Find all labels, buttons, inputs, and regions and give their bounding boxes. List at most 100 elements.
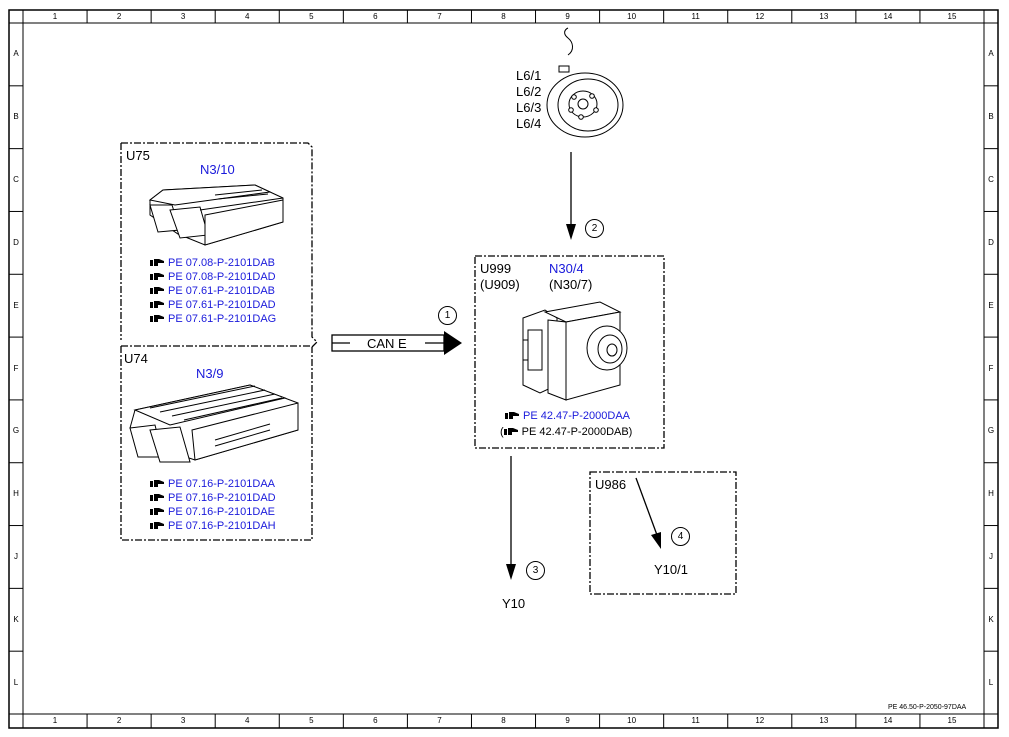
reference-link[interactable]: PE 07.16-P-2101DAD bbox=[150, 491, 276, 505]
u999-frame bbox=[474, 255, 665, 449]
reference-link[interactable]: PE 07.08-P-2101DAD bbox=[150, 270, 276, 284]
grid-row-right-G: G bbox=[987, 426, 995, 436]
grid-col-top-15: 15 bbox=[947, 12, 957, 21]
reference-link-text: PE 07.16-P-2101DAE bbox=[168, 506, 276, 518]
n3-9-component-label: N3/9 bbox=[196, 366, 224, 381]
grid-col-top-14: 14 bbox=[883, 12, 893, 21]
y10-label: Y10 bbox=[502, 596, 526, 611]
grid-col-top-2: 2 bbox=[116, 12, 122, 21]
grid-col-bottom-2: 2 bbox=[116, 716, 122, 725]
grid-col-bottom-14: 14 bbox=[883, 716, 893, 725]
reference-link-text: PE 07.16-P-2101DAA bbox=[168, 478, 276, 490]
u909-group-label: (U909) bbox=[480, 277, 520, 292]
grid-col-top-9: 9 bbox=[565, 12, 570, 21]
u999-ref-alt-text: PE 42.47-P-2000DAB) bbox=[521, 426, 633, 438]
grid-row-left-E: E bbox=[13, 300, 19, 310]
grid-col-bottom-9: 9 bbox=[565, 716, 570, 725]
brake-disc-icon bbox=[546, 27, 624, 138]
reference-link[interactable]: PE 07.16-P-2101DAH bbox=[150, 519, 276, 533]
sensor-label: L6/2 bbox=[516, 84, 542, 99]
reference-link-text: PE 07.16-P-2101DAH bbox=[168, 520, 276, 532]
reference-link[interactable]: PE 07.61-P-2101DAG bbox=[150, 312, 276, 326]
sensor-label: L6/4 bbox=[516, 116, 542, 131]
abs-unit-icon bbox=[522, 301, 628, 401]
grid-col-bottom-12: 12 bbox=[755, 716, 765, 725]
circle-number-1: 1 bbox=[438, 306, 457, 325]
grid-row-right-K: K bbox=[988, 614, 994, 624]
grid-row-left-F: F bbox=[13, 363, 19, 373]
grid-col-bottom-8: 8 bbox=[501, 716, 506, 725]
u999-ref-alt-paren: ( bbox=[500, 426, 504, 438]
outer-frame bbox=[8, 9, 999, 729]
u986-group-label: U986 bbox=[595, 477, 627, 492]
circle-number-2: 2 bbox=[585, 219, 604, 238]
grid-col-bottom-11: 11 bbox=[691, 716, 700, 725]
hand-pointer-icon bbox=[150, 287, 164, 294]
u999-ref-alt[interactable]: ( PE 42.47-P-2000DAB) bbox=[500, 425, 632, 439]
u999-ref-main-text: PE 42.47-P-2000DAA bbox=[523, 410, 631, 422]
u74-group-label: U74 bbox=[124, 351, 148, 366]
hand-pointer-icon bbox=[503, 428, 518, 435]
grid-col-top-11: 11 bbox=[691, 12, 700, 21]
hand-pointer-icon bbox=[150, 273, 164, 280]
y10-1-label: Y10/1 bbox=[654, 562, 688, 577]
grid-row-right-C: C bbox=[988, 175, 994, 185]
n3-10-component-label: N3/10 bbox=[200, 162, 235, 177]
u75-group-label: U75 bbox=[126, 148, 150, 163]
sensor-label: L6/1 bbox=[516, 68, 542, 83]
u986-frame bbox=[589, 471, 737, 595]
inner-frame bbox=[22, 22, 985, 715]
ecu-icon bbox=[148, 184, 284, 246]
grid-col-top-1: 1 bbox=[52, 12, 58, 21]
grid-col-top-8: 8 bbox=[501, 12, 506, 21]
can-arrow bbox=[331, 331, 462, 355]
reference-link[interactable]: PE 07.16-P-2101DAA bbox=[150, 477, 275, 491]
grid-row-left-G: G bbox=[12, 426, 20, 436]
ecu-icon bbox=[129, 384, 299, 463]
grid-col-bottom-7: 7 bbox=[437, 716, 442, 725]
hand-pointer-icon bbox=[150, 508, 164, 515]
u999-ref-main[interactable]: PE 42.47-P-2000DAA bbox=[505, 409, 630, 423]
arrow-u986-to-y101 bbox=[635, 477, 661, 549]
circle-number-4: 4 bbox=[671, 527, 690, 546]
grid-row-left-A: A bbox=[13, 49, 19, 59]
grid-col-bottom-4: 4 bbox=[244, 716, 250, 725]
grid-col-top-5: 5 bbox=[309, 12, 314, 21]
arrow-module-to-y10 bbox=[506, 456, 516, 580]
grid-row-right-D: D bbox=[988, 237, 994, 247]
hand-pointer-icon bbox=[150, 480, 164, 487]
grid-col-top-3: 3 bbox=[180, 12, 186, 21]
grid-row-right-A: A bbox=[988, 49, 994, 59]
hand-pointer-icon bbox=[150, 494, 164, 501]
hand-pointer-icon bbox=[150, 522, 164, 529]
hand-pointer-icon bbox=[150, 259, 164, 266]
grid-ticks bbox=[9, 10, 998, 728]
grid-row-left-D: D bbox=[13, 237, 19, 247]
grid-col-bottom-1: 1 bbox=[52, 716, 58, 725]
grid-row-left-J: J bbox=[14, 551, 18, 561]
hand-pointer-icon bbox=[150, 315, 164, 322]
grid-col-top-10: 10 bbox=[627, 12, 637, 21]
reference-link[interactable]: PE 07.61-P-2101DAD bbox=[150, 298, 276, 312]
can-e-label: CAN E bbox=[367, 336, 407, 351]
hand-pointer-icon bbox=[150, 301, 164, 308]
grid-col-top-12: 12 bbox=[755, 12, 765, 21]
grid-row-left-B: B bbox=[13, 112, 19, 122]
grid-col-bottom-15: 15 bbox=[947, 716, 957, 725]
reference-link-text: PE 07.61-P-2101DAG bbox=[168, 313, 277, 325]
grid-col-top-13: 13 bbox=[819, 12, 829, 21]
grid-row-right-E: E bbox=[988, 300, 994, 310]
u74-frame bbox=[120, 345, 313, 541]
n30-7-component-label: (N30/7) bbox=[549, 277, 593, 292]
grid-col-top-7: 7 bbox=[437, 12, 442, 21]
grid-col-bottom-13: 13 bbox=[819, 716, 829, 725]
document-id: PE 46.50-P-2050-97DAA bbox=[888, 704, 967, 711]
grid-row-left-H: H bbox=[13, 489, 19, 499]
reference-link[interactable]: PE 07.16-P-2101DAE bbox=[150, 505, 275, 519]
reference-link[interactable]: PE 07.08-P-2101DAB bbox=[150, 256, 275, 270]
sensor-label: L6/3 bbox=[516, 100, 542, 115]
circle-number-3: 3 bbox=[526, 561, 545, 580]
reference-link-text: PE 07.61-P-2101DAD bbox=[168, 299, 276, 311]
reference-link[interactable]: PE 07.61-P-2101DAB bbox=[150, 284, 275, 298]
